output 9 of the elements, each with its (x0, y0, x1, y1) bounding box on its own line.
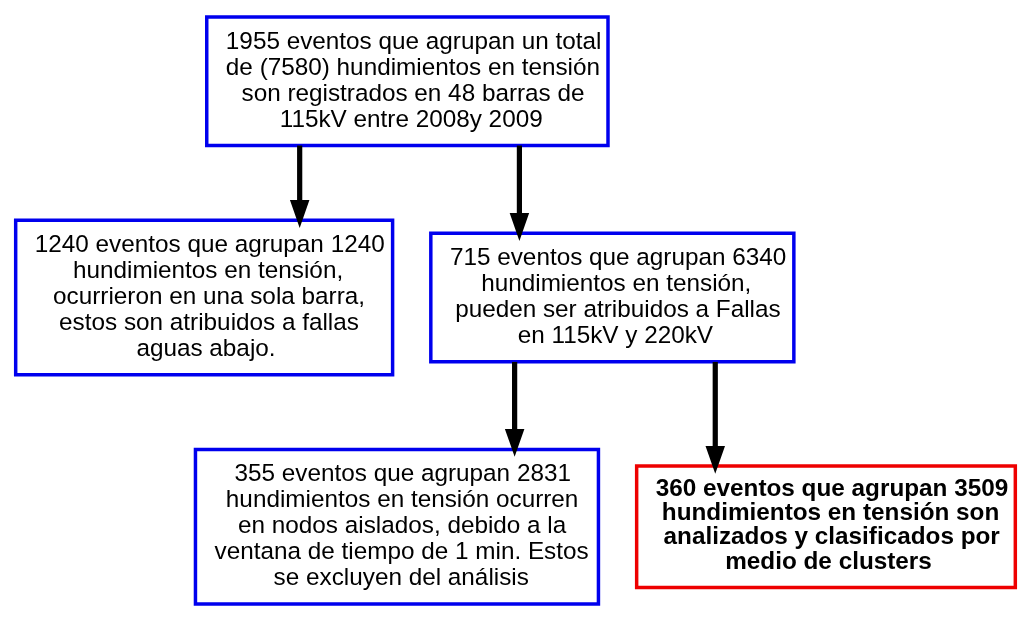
node-box: 355 eventos que agrupan 2831 hundimientos en tensión ocurren en nodos aislados, debido a la ventana de tiempo de 1 min. Estos se excluyen del análisis (193, 447, 601, 606)
node-box: 360 eventos que agrupan 3509 hundimientos en tensión son analizados y clasificados por medio de clusters (634, 464, 1018, 590)
arrow (509, 145, 530, 241)
arrow (289, 145, 310, 228)
node-box: 715 eventos que agrupan 6340 hundimientos en tensión, pueden ser atribuidos a Fallas en 115kV y 220kV (429, 231, 796, 364)
arrow (705, 361, 725, 474)
node-box: 1955 eventos que agrupan un total de (7580) hundimientos en tensión son registrados en 48 barras de 115kV entre 2008y 2009 (205, 15, 610, 148)
arrow (504, 361, 525, 457)
node-box: 1240 eventos que agrupan 1240 hundimientos en tensión, ocurrieron en una sola barra, estos son atribuidos a fallas aguas abajo. (13, 218, 395, 377)
